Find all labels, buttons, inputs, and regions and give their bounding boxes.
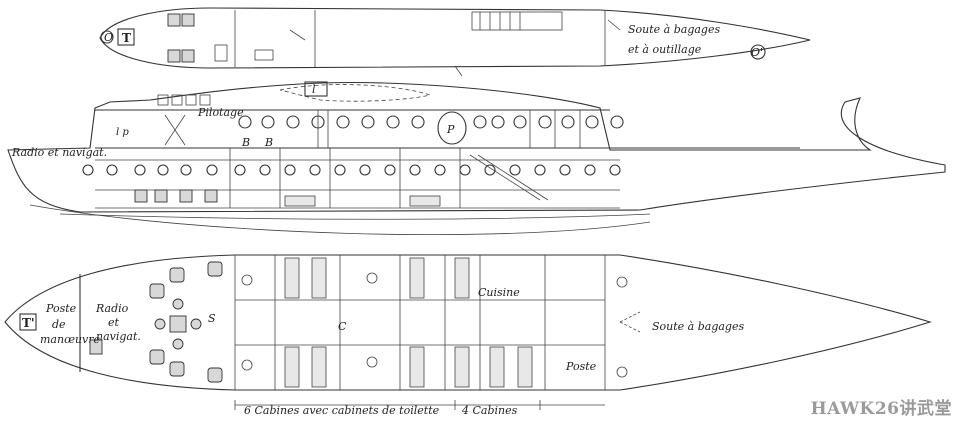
label-radio-plan-1: Radio (95, 302, 129, 315)
label-C: C (338, 320, 347, 333)
label-B1: B (241, 136, 250, 149)
label-O: O (104, 31, 113, 44)
watermark: HAWK26讲武堂 (810, 399, 952, 419)
label-cuisine: Cuisine (478, 286, 520, 299)
label-pilotage: Pilotage (197, 106, 244, 119)
label-radio-plan-2: et (108, 316, 120, 329)
label-l: l (312, 83, 316, 96)
main-deck-plan (4, 254, 932, 410)
label-poste-right: Poste (565, 360, 597, 373)
label-T-plan: T' (22, 316, 35, 330)
label-lp: l p (116, 127, 129, 138)
label-6-cabines: 6 Cabines avec cabinets de toilette (244, 404, 440, 417)
label-T-top: T (122, 31, 131, 45)
side-elevation (7, 82, 946, 236)
label-soute-bagages-outillage-2: et à outillage (628, 43, 702, 56)
label-radio-navigat-side: Radio et navigat. (11, 146, 107, 159)
label-4-cabines: 4 Cabines (461, 404, 518, 417)
label-P: P (446, 123, 455, 136)
label-poste-3: manœuvre (40, 333, 101, 346)
label-soute-bagages-outillage-1: Soute à bagages (628, 23, 720, 36)
label-radio-plan-3: navigat. (96, 330, 141, 343)
label-O-prime: O' (751, 46, 763, 59)
label-poste-2: de (52, 318, 66, 331)
upper-deck-plan (99, 7, 811, 77)
label-poste-1: Poste (45, 302, 77, 315)
label-B2: B (264, 136, 273, 149)
label-soute-bagages: Soute à bagages (652, 320, 744, 333)
label-S: S (208, 312, 216, 325)
